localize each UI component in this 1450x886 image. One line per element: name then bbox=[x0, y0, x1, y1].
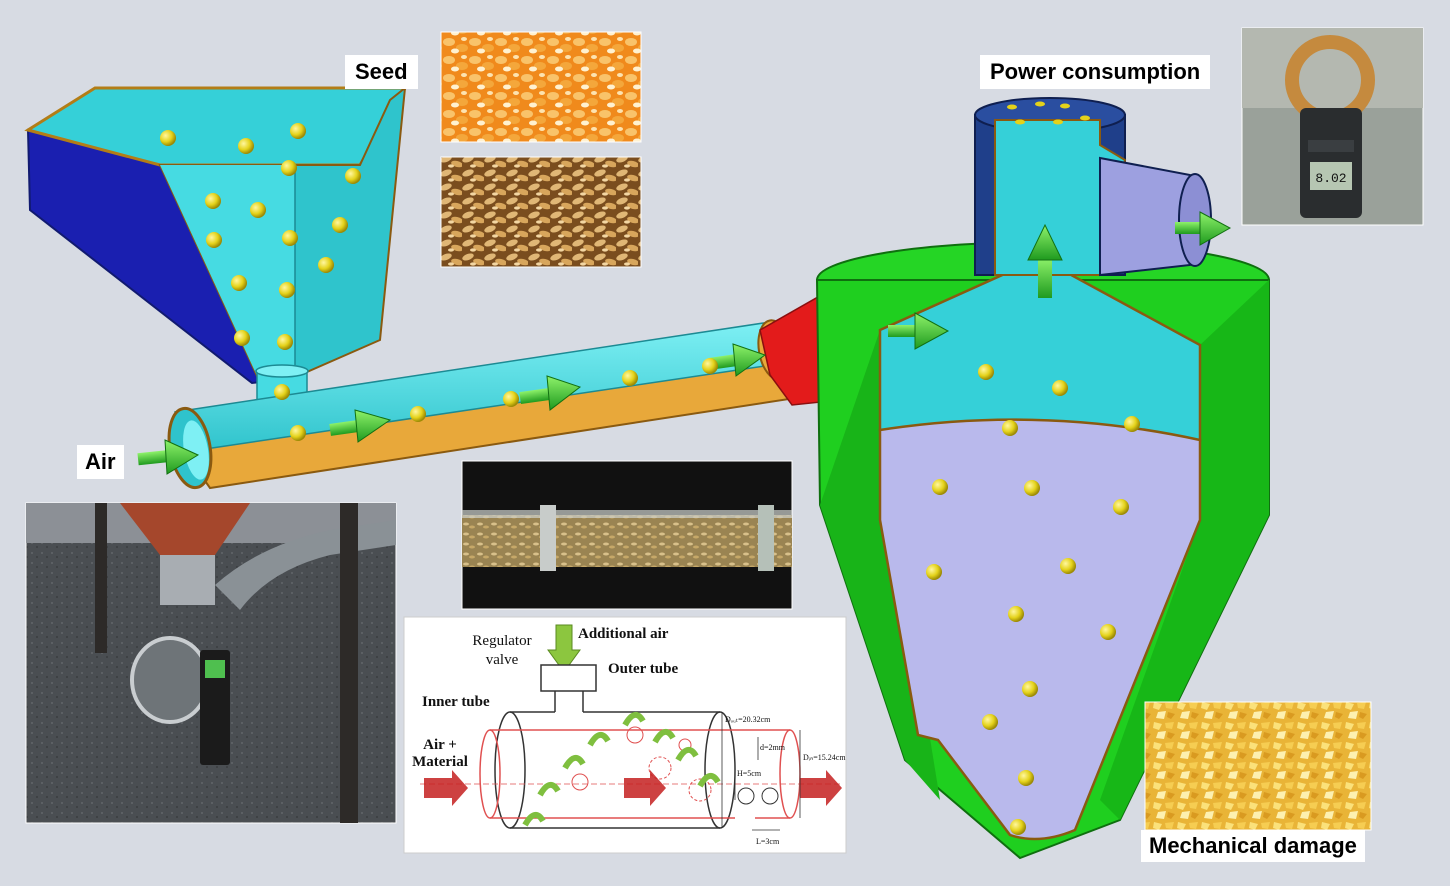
regulator-valve-label-1: Regulator bbox=[472, 633, 531, 649]
seed-label: Seed bbox=[345, 55, 418, 89]
inner-tube-label: Inner tube bbox=[422, 694, 490, 710]
field-setup-photo bbox=[25, 502, 397, 824]
meter-reading: 8.02 bbox=[1315, 171, 1346, 186]
dim-h: H=5cm bbox=[737, 769, 762, 778]
air-label: Air bbox=[77, 445, 124, 479]
outer-tube-label: Outer tube bbox=[608, 661, 678, 677]
regulator-valve-label-2: valve bbox=[486, 652, 519, 668]
transparent-tube-photo bbox=[461, 460, 793, 610]
additional-air-label: Additional air bbox=[578, 626, 669, 642]
cyclone-outlet-pipe bbox=[974, 97, 1212, 277]
power-consumption-label: Power consumption bbox=[980, 55, 1211, 89]
dim-l: L=3cm bbox=[756, 837, 780, 846]
air-flow-arrows bbox=[137, 211, 1232, 475]
clamp-meter-photo: 8.02 bbox=[1241, 27, 1424, 226]
dim-d-in: Dᵢₙ=15.24cm bbox=[803, 753, 846, 762]
dim-d: d=2mm bbox=[760, 743, 786, 752]
corn-seed-photo bbox=[440, 31, 642, 143]
seed-particles bbox=[160, 123, 1140, 835]
wheat-seed-photo bbox=[440, 156, 642, 268]
air-material-label-1: Air + bbox=[423, 737, 457, 753]
seed-hopper bbox=[24, 85, 408, 425]
broken-corn-photo bbox=[1144, 701, 1372, 831]
mechanical-damage-label: Mechanical damage bbox=[1141, 830, 1365, 862]
air-injection-schematic: Additional air Regulator valve Outer tub… bbox=[403, 616, 847, 854]
dim-d-out: Dₒᵤₜ=20.32cm bbox=[725, 715, 771, 724]
air-material-label-2: Material bbox=[412, 754, 468, 770]
